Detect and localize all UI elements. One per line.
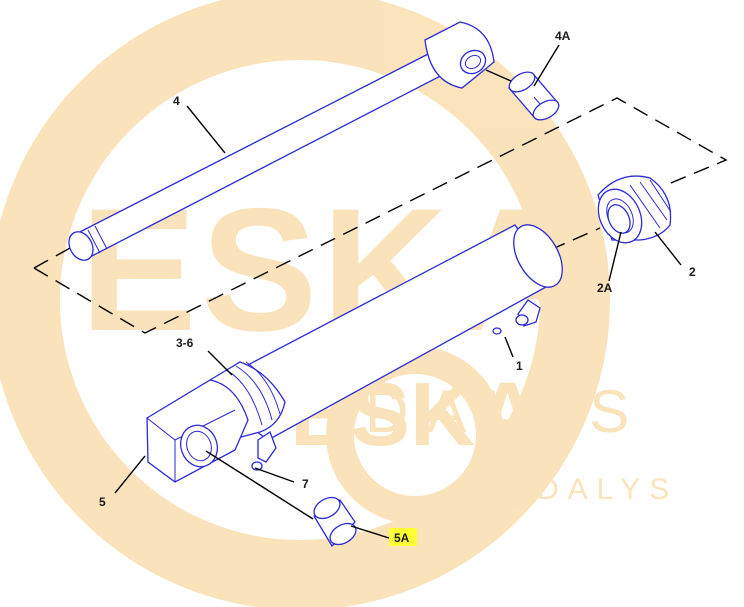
leader-4a — [533, 44, 560, 87]
label-5: 5 — [99, 495, 106, 509]
label-4: 4 — [173, 94, 180, 108]
leader-5-to-5a — [205, 450, 314, 520]
label-3-6: 3-6 — [176, 336, 194, 350]
leader-1 — [504, 336, 514, 358]
leader-2a — [608, 231, 622, 282]
leader-5 — [114, 455, 146, 494]
part-cylinder-end — [146, 379, 249, 483]
label-2a: 2A — [597, 281, 613, 295]
part-seal-2a — [607, 204, 631, 234]
label-2: 2 — [689, 265, 696, 279]
part-rod — [68, 21, 495, 261]
label-5a: 5A — [394, 531, 410, 545]
part-bearing-5a — [313, 496, 357, 548]
watermark-small-gear — [326, 346, 504, 524]
watermark-gear-tooth — [90, 39, 181, 126]
watermark-gear-tooth — [255, 560, 345, 607]
leader-7 — [254, 467, 295, 483]
label-4a: 4A — [555, 29, 571, 43]
watermark-gear-tooth — [0, 255, 30, 345]
part-bearing-4a — [507, 71, 560, 121]
watermark-subtext-small: DALYS — [537, 473, 678, 506]
leader-4 — [186, 105, 226, 154]
label-7: 7 — [302, 477, 309, 491]
watermark-gear-ring — [0, 0, 610, 607]
part-fitting-1 — [492, 299, 541, 335]
leader-2 — [654, 231, 682, 266]
label-1: 1 — [516, 359, 523, 373]
leader-5a — [350, 525, 390, 539]
leader-rod-to-4a — [485, 69, 512, 82]
part-grease-fitting — [251, 431, 277, 471]
watermark-gear-tooth — [255, 0, 345, 40]
callout-labels: 4A 4 2 2A 1 3-6 7 5 5A — [99, 29, 696, 545]
watermark-gear-tooth — [89, 479, 180, 566]
watermark-subtext-large: DALYS — [365, 378, 647, 445]
leader-3-6 — [207, 350, 233, 376]
label-5a-highlight — [389, 528, 417, 546]
leader-lines — [114, 44, 682, 539]
part-barrel — [198, 224, 563, 441]
